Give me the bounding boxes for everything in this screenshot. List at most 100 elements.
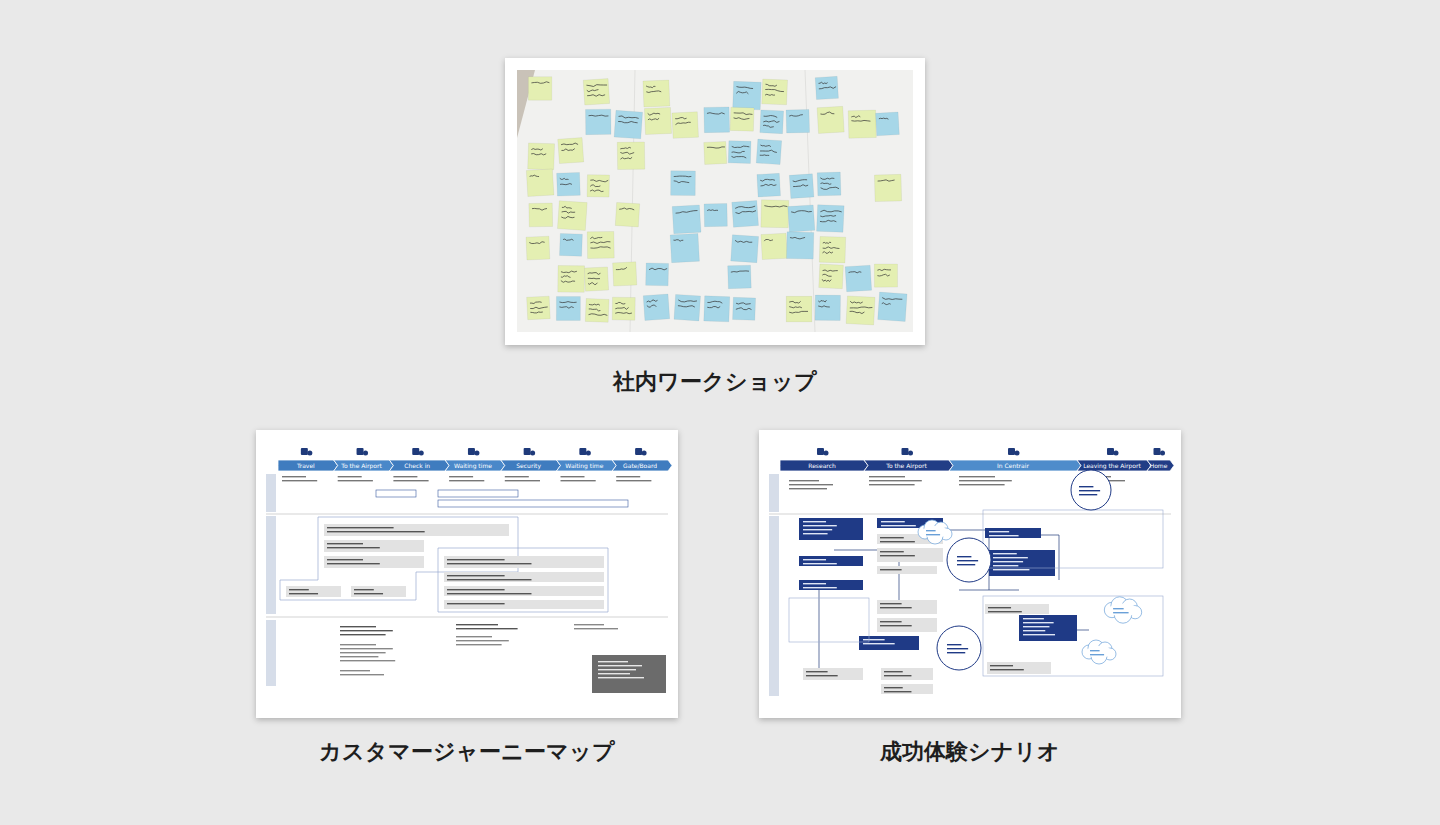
stage-chevron bbox=[389, 460, 449, 471]
handwriting-scribble bbox=[530, 175, 539, 177]
decoration bbox=[983, 596, 1163, 676]
text-line bbox=[957, 560, 978, 561]
sticky-note bbox=[526, 169, 554, 197]
decoration bbox=[587, 175, 609, 197]
stage-icon bbox=[1160, 451, 1165, 456]
handwriting-scribble bbox=[561, 216, 574, 219]
text-line bbox=[456, 644, 502, 645]
handwriting-scribble bbox=[707, 147, 725, 149]
decoration bbox=[670, 233, 699, 262]
handwriting-scribble bbox=[851, 116, 860, 118]
text-line bbox=[959, 480, 1012, 481]
decoration bbox=[630, 70, 635, 332]
decoration bbox=[922, 526, 948, 538]
stage-chevron bbox=[949, 460, 1081, 471]
text-line bbox=[1090, 654, 1104, 655]
sticky-note bbox=[733, 297, 756, 320]
stage-label: Waiting time bbox=[557, 460, 613, 471]
text-line bbox=[863, 643, 895, 644]
text-line bbox=[803, 533, 828, 534]
stage-chevron bbox=[1147, 460, 1174, 471]
text-line bbox=[993, 557, 1028, 558]
text-line bbox=[393, 480, 428, 481]
decoration bbox=[527, 296, 551, 320]
sticky-note bbox=[817, 172, 841, 196]
stage-icon bbox=[301, 448, 308, 455]
thumbnail-caption: 社内ワークショップ bbox=[445, 367, 985, 397]
handwriting-scribble bbox=[673, 239, 683, 241]
sticky-note bbox=[788, 205, 815, 232]
decoration bbox=[983, 510, 1163, 568]
decoration bbox=[730, 107, 754, 131]
text-line bbox=[881, 521, 905, 522]
stage-label: Leaving the Airport bbox=[1077, 460, 1147, 471]
handwriting-scribble bbox=[675, 122, 690, 125]
text-line bbox=[447, 563, 531, 564]
info-box bbox=[324, 524, 509, 536]
stage-icon bbox=[579, 448, 586, 455]
handwriting-scribble bbox=[646, 91, 661, 93]
decoration bbox=[817, 106, 844, 133]
text-line bbox=[598, 665, 642, 666]
handwriting-scribble bbox=[823, 270, 838, 272]
sticky-note bbox=[845, 265, 872, 292]
handwriting-scribble bbox=[848, 271, 861, 273]
note-box bbox=[592, 655, 666, 693]
text-line bbox=[869, 476, 905, 477]
stage-icon bbox=[468, 448, 475, 455]
text-line bbox=[880, 625, 912, 626]
decoration bbox=[761, 200, 789, 228]
handwriting-scribble bbox=[736, 308, 752, 310]
decoration bbox=[558, 138, 584, 164]
decoration bbox=[266, 514, 668, 515]
text-line bbox=[959, 484, 1005, 485]
text-line bbox=[456, 636, 492, 637]
decoration bbox=[587, 231, 614, 258]
sticky-note bbox=[643, 80, 670, 107]
sticky-note bbox=[670, 233, 699, 262]
decoration bbox=[819, 236, 845, 262]
thumbnail-illustration bbox=[759, 430, 1181, 718]
text-line bbox=[340, 656, 378, 657]
decoration bbox=[874, 264, 897, 287]
text-line bbox=[803, 525, 837, 526]
sticky-note bbox=[646, 263, 669, 286]
handwriting-scribble bbox=[789, 311, 808, 313]
sticky-note bbox=[672, 205, 701, 234]
sticky-note bbox=[528, 143, 555, 170]
stage-icon bbox=[635, 448, 642, 455]
info-box bbox=[985, 604, 1049, 614]
handwriting-scribble bbox=[530, 302, 542, 304]
handwriting-scribble bbox=[562, 206, 572, 208]
handwriting-scribble bbox=[760, 145, 771, 147]
decoration bbox=[672, 112, 699, 139]
handwriting-scribble bbox=[707, 306, 720, 308]
sticky-note bbox=[528, 77, 552, 101]
sticky-note bbox=[704, 141, 727, 164]
text-line bbox=[993, 569, 1029, 570]
text-line bbox=[456, 640, 509, 641]
decoration bbox=[613, 262, 637, 286]
text-line bbox=[327, 527, 394, 528]
handwriting-scribble bbox=[732, 151, 745, 153]
decoration bbox=[646, 263, 669, 286]
sticky-note bbox=[819, 264, 844, 289]
sticky-note bbox=[557, 201, 587, 231]
text-line bbox=[327, 531, 425, 532]
sticky-note bbox=[846, 296, 875, 325]
handwriting-scribble bbox=[735, 240, 752, 243]
info-box bbox=[803, 668, 863, 680]
decoration bbox=[614, 110, 642, 138]
decoration bbox=[517, 70, 913, 332]
stage-chevron bbox=[445, 460, 505, 471]
decoration bbox=[1086, 646, 1112, 658]
decoration bbox=[528, 143, 555, 170]
handwriting-scribble bbox=[646, 86, 655, 88]
stage-label: To the Airport bbox=[864, 460, 949, 471]
text-line bbox=[957, 556, 971, 557]
decoration bbox=[644, 107, 671, 134]
handwriting-scribble bbox=[882, 298, 902, 301]
handwriting-scribble bbox=[561, 281, 575, 283]
goal-circle bbox=[937, 626, 981, 670]
text-line bbox=[574, 624, 604, 625]
